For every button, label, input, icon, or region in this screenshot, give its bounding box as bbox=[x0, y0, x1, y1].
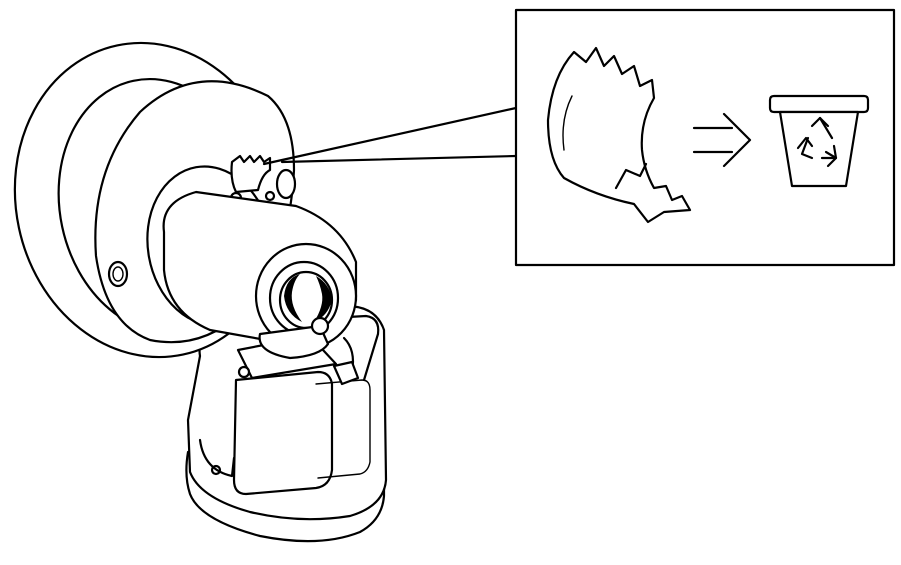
recycle-bin-icon bbox=[768, 94, 870, 188]
camera-stand bbox=[185, 304, 388, 543]
lens-barrel bbox=[162, 190, 358, 360]
tape-on-camera-icon bbox=[230, 154, 272, 194]
torn-protective-film-icon bbox=[546, 46, 692, 224]
double-arrow-right-icon bbox=[692, 112, 752, 168]
callout-pointer bbox=[262, 106, 518, 166]
recycle-symbol-icon bbox=[796, 116, 838, 168]
